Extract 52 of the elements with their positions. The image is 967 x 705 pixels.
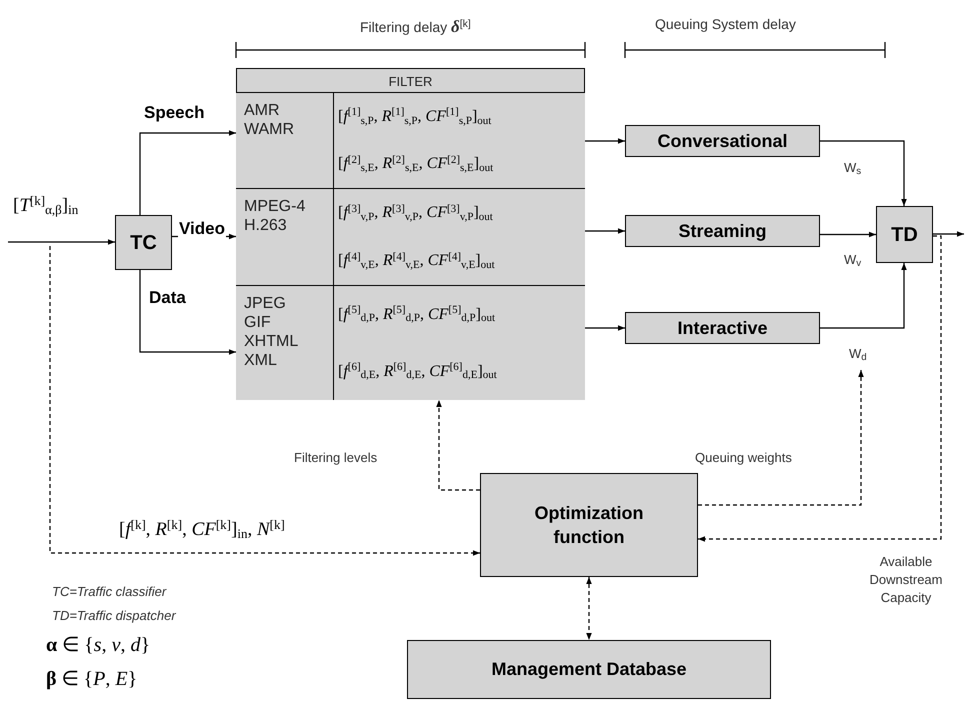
filter-table <box>236 68 585 400</box>
formula-text: [f$^{[4]}$$_{v,E}$, R$^{[4]}$$_{v,E}$, CF$^{[4]}$$_{v,E}$]$_{out}$ <box>338 250 496 273</box>
codec-list: AMR WAMR <box>244 101 325 139</box>
arrow <box>820 263 907 329</box>
block-label: Conversational <box>657 130 788 152</box>
formula-text: [f$^{[3]}$$_{v,P}$, R$^{[3]}$$_{v,P}$, CF$^{[3]}$$_{v,P}$]$_{out}$ <box>338 202 494 225</box>
note-text: TC=Traffic classifier <box>52 583 166 601</box>
codec-list: JPEG GIF XHTML XML <box>244 294 325 370</box>
arrow <box>585 325 625 331</box>
process-box <box>625 312 820 344</box>
formula-text: [f$^{[2]}$$_{s,E}$, R$^{[2]}$$_{s,E}$, CF$^{[2]}$$_{s,E}$]$_{out}$ <box>338 152 494 176</box>
dashed-arrow <box>586 577 592 640</box>
process-box <box>480 473 698 577</box>
table-cell <box>236 92 333 188</box>
arrow <box>933 231 964 237</box>
dashed-arrow <box>49 246 480 556</box>
note-text: TD=Traffic dispatcher <box>52 607 176 625</box>
arrow <box>139 270 236 355</box>
arrow <box>585 228 625 234</box>
dashed-arrow <box>698 235 942 542</box>
process-box <box>407 640 771 699</box>
block-label: Optimization function <box>534 502 644 549</box>
arrow <box>139 130 236 215</box>
process-box <box>625 125 820 157</box>
codec-list: MPEG-4 H.263 <box>244 197 325 235</box>
dashed-arrow <box>436 400 480 491</box>
dimension-text: Filtering delay δ$^{[k]}$ <box>360 16 471 38</box>
formula-text: β ∈ {P, E} <box>46 667 138 692</box>
table-cell <box>333 188 585 285</box>
process-box <box>625 215 820 247</box>
dimension-text: Queuing System delay <box>655 15 796 34</box>
arrow <box>820 232 876 238</box>
block-label: TD <box>891 222 918 248</box>
formula-text: [f$^{[5]}$$_{d,P}$, R$^{[5]}$$_{d,P}$, CF$^{[5]}$$_{d,P}$]$_{out}$ <box>338 303 496 326</box>
arrow <box>820 140 907 206</box>
block-label: Streaming <box>678 220 767 243</box>
formula-text: α ∈ {s, v, d} <box>46 633 150 658</box>
table-header: FILTER <box>388 73 434 91</box>
formula-text: [f$^{[6]}$$_{d,E}$, R$^{[6]}$$_{d,E}$, CF$^{[6]}$$_{d,E}$]$_{out}$ <box>338 360 498 384</box>
block-label: TC <box>130 230 157 256</box>
block-label: Management Database <box>491 658 687 681</box>
process-box <box>115 215 172 270</box>
block-label: Interactive <box>677 316 768 340</box>
process-box <box>876 206 933 263</box>
formula-text: [f$^{[1]}$$_{s,P}$, R$^{[1]}$$_{s,P}$, CF$^{[1]}$$_{s,P}$]$_{out}$ <box>338 105 492 128</box>
arrow <box>585 138 625 144</box>
dashed-arrow <box>698 370 864 506</box>
table-cell <box>333 92 585 188</box>
table-cell <box>333 285 585 400</box>
arrow <box>8 239 115 245</box>
table-cell <box>236 188 333 285</box>
table-cell <box>236 285 333 400</box>
